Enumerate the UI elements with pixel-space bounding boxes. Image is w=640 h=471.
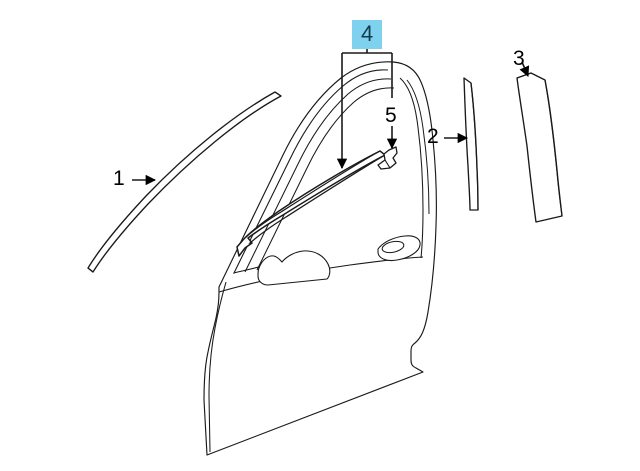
callout-label-5[interactable]: 5 <box>385 104 397 127</box>
part-belt-molding <box>236 150 386 257</box>
part-mirror-mount <box>257 250 331 286</box>
part-door-handle <box>377 235 421 262</box>
callout-label-2[interactable]: 2 <box>427 125 439 148</box>
part-window-frame <box>232 69 430 274</box>
callout-label-3[interactable]: 3 <box>513 47 525 70</box>
leader-line-3 <box>519 61 530 77</box>
part-3-pillar <box>516 72 563 223</box>
callout-label-4-highlighted[interactable]: 4 <box>352 20 383 49</box>
callout-label-1[interactable]: 1 <box>113 167 125 190</box>
part-2-strip <box>463 77 479 211</box>
part-5-clip <box>377 146 398 170</box>
part-1-molding <box>87 91 282 273</box>
